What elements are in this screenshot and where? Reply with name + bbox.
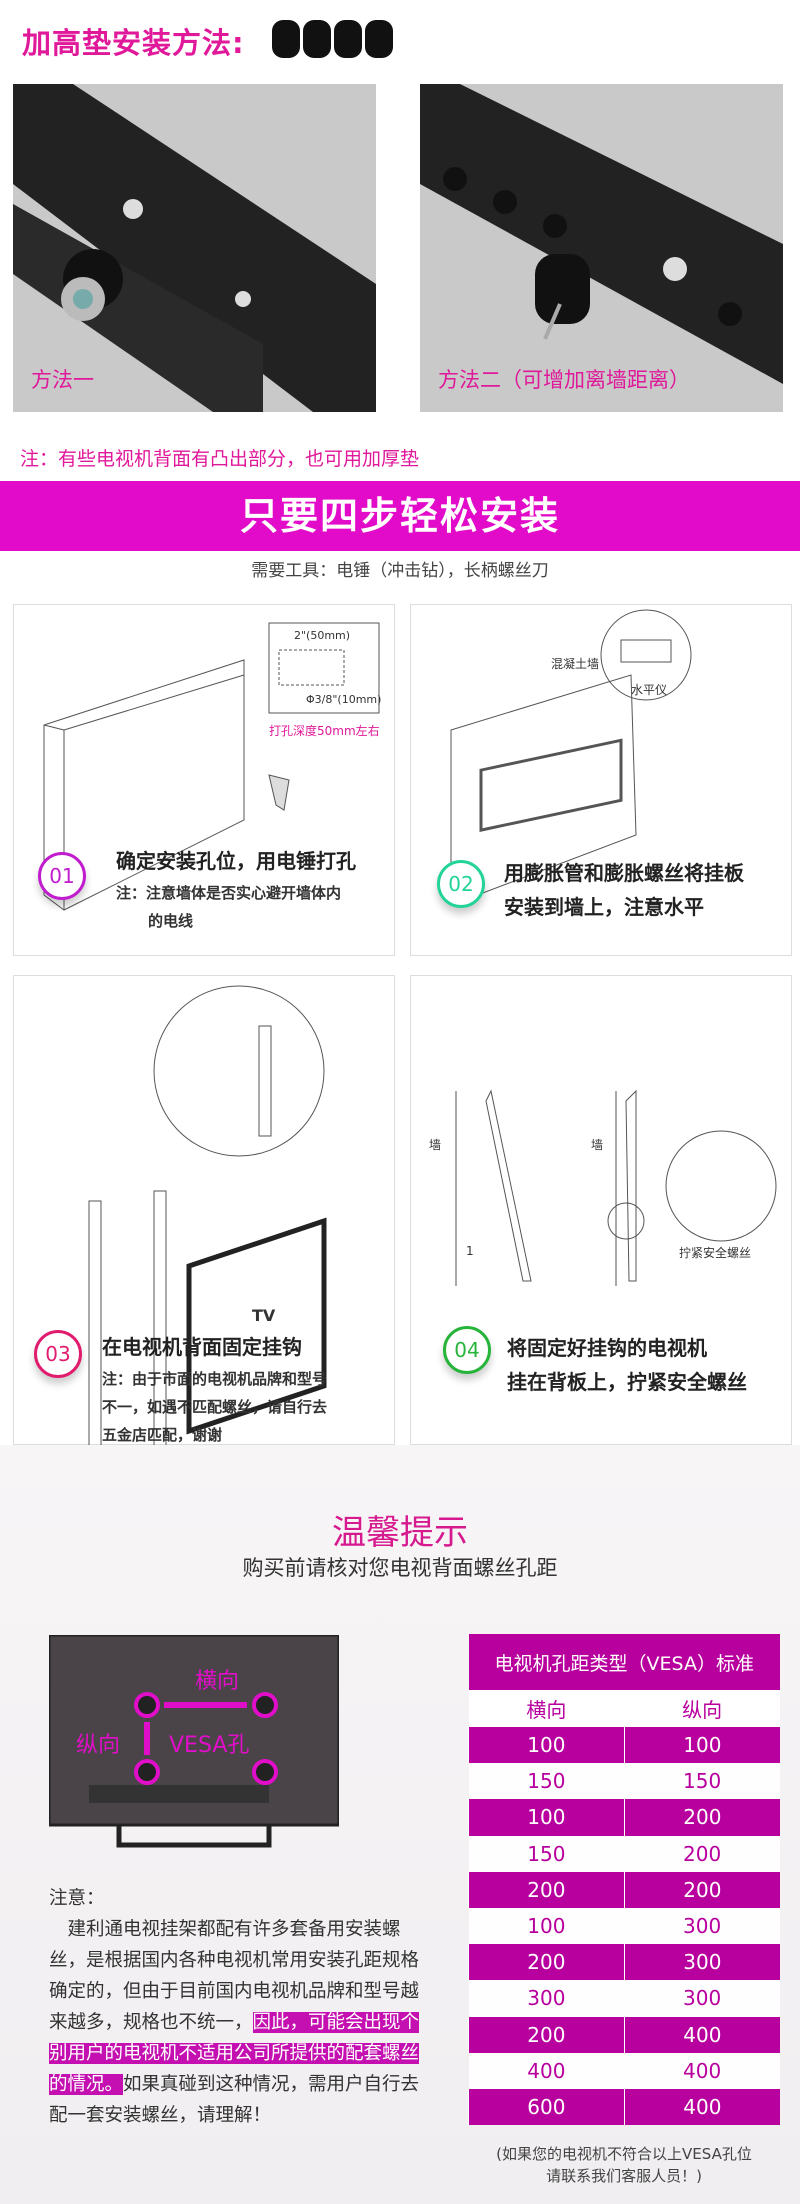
step-2-title-1: 用膨胀管和膨胀螺丝将挂板 [504, 861, 744, 885]
tv-back-image: 横向 纵向 VESA孔 [47, 1633, 341, 1849]
vertical-cell: 400 [624, 2052, 780, 2089]
step-1-badge: 01 [38, 852, 86, 900]
horizontal-cell: 400 [468, 2052, 625, 2089]
notice-label: 注意： [49, 1888, 105, 1909]
horizontal-cell: 200 [468, 1944, 625, 1981]
wall-label-2: 墙 [591, 1138, 604, 1152]
step-3-badge: 03 [34, 1330, 82, 1378]
step-3-title: 在电视机背面固定挂钩 [102, 1335, 302, 1359]
notice-text: 注意： 建利通电视挂架都配有许多套备用安装螺丝，是根据国内各种电视机常用安装孔距… [49, 1883, 434, 2131]
tips-subtitle: 购买前请核对您电视背面螺丝孔距 [242, 1556, 558, 1580]
step-4-title-2: 挂在背板上，拧紧安全螺丝 [507, 1370, 747, 1394]
vertical-cell: 100 [623, 1727, 780, 1764]
diameter-label: Φ3/8"(10mm) [306, 693, 382, 706]
horizontal-cell: 150 [468, 1763, 625, 1800]
concrete-wall-label: 混凝土墙 [551, 657, 600, 671]
step-number-label: 1 [466, 1244, 474, 1258]
step-3-note-3: 五金店匹配，谢谢 [102, 1426, 223, 1444]
vesa-table-title: 电视机孔距类型（VESA）标准 [468, 1634, 780, 1690]
step-3-panel: TV 03 在电视机背面固定挂钩 注：由于市面的电视机品牌和型号 不一，如遇不匹… [13, 975, 395, 1446]
horizontal-cell: 100 [468, 1799, 625, 1836]
drill-depth-callout: 打孔深度50mm左右 [269, 724, 380, 738]
step-4-panel: 墙 墙 1 拧紧安全螺丝 04 将固定好挂钩的电视机 挂在背板上，拧紧安全螺丝 [410, 975, 792, 1445]
step-1-note-1: 注：注意墙体是否实心避开墙体内 [116, 884, 342, 902]
mount-plate-diagram [450, 609, 692, 906]
horizontal-cell: 200 [468, 2016, 625, 2053]
vertical-cell: 200 [623, 1799, 780, 1836]
horizontal-cell: 600 [468, 2088, 625, 2126]
horizontal-cell: 100 [468, 1907, 625, 1945]
horizontal-cell: 200 [468, 1871, 625, 1908]
vertical-cell: 300 [624, 1907, 780, 1945]
footnote-line-1: (如果您的电视机不符合以上VESA孔位 [496, 2145, 752, 2163]
drill-wall-diagram [43, 622, 380, 911]
vertical-label: 纵向 [76, 1733, 121, 1758]
section-banner: 只要四步轻松安装 [0, 481, 800, 551]
tv-hook-diagram [88, 985, 327, 1446]
horizontal-label: 横向 [195, 1669, 240, 1694]
tighten-screw-label: 拧紧安全螺丝 [679, 1246, 752, 1260]
step-4-badge: 04 [443, 1326, 491, 1374]
tips-title: 温馨提示 [332, 1513, 468, 1553]
page-title: 加高垫安装方法: [22, 26, 245, 60]
vesa-footnote: (如果您的电视机不符合以上VESA孔位 请联系我们客服人员！) [462, 2143, 786, 2187]
step-4-title-1: 将固定好挂钩的电视机 [507, 1336, 707, 1360]
hang-tv-diagram [455, 1089, 777, 1286]
vertical-cell: 300 [623, 1944, 780, 1981]
vertical-cell: 300 [624, 1980, 780, 2017]
method-two-label: 方法二（可增加离墙距离） [438, 368, 690, 392]
step-3-note-2: 不一，如遇不匹配螺丝，请自行去 [102, 1398, 328, 1416]
notice-part-1: 建利通电视挂架都配有许多套备用安装螺丝，是根据国内各种电视机常用安装孔距规格确定… [49, 1919, 420, 2033]
vertical-cell: 400 [623, 2088, 780, 2126]
col-vertical: 纵向 [624, 1690, 780, 1727]
tv-label: TV [252, 1306, 276, 1325]
vesa-hole-label: VESA孔 [169, 1733, 250, 1758]
footnote-line-2: 请联系我们客服人员！) [546, 2167, 702, 2185]
horizontal-cell: 300 [468, 1980, 625, 2017]
vertical-cell: 200 [624, 1835, 780, 1872]
horizontal-cell: 150 [468, 1835, 625, 1872]
thick-pad-note: 注：有些电视机背面有凸出部分，也可用加厚垫 [20, 448, 420, 470]
vertical-cell: 150 [624, 1763, 780, 1800]
step-2-badge: 02 [437, 860, 485, 908]
step-1-title: 确定安装孔位，用电锤打孔 [116, 849, 356, 873]
step-2-panel: 混凝土墙 水平仪 02 用膨胀管和膨胀螺丝将挂板 安装到墙上，注意水平 [410, 604, 792, 956]
wall-label-1: 墙 [429, 1138, 442, 1152]
step-1-note-2: 的电线 [148, 912, 194, 930]
notice-part-3: 如果真碰到这种情况，需用户自行去配一套安装螺丝，请理解！ [49, 2074, 420, 2126]
horizontal-cell: 100 [468, 1727, 625, 1764]
vertical-cell: 200 [623, 1871, 780, 1908]
method-one-photo: 方法一 [13, 84, 376, 412]
method-one-label: 方法一 [31, 368, 94, 392]
method-two-photo: 方法二（可增加离墙距离） [420, 84, 783, 412]
step-1-panel: 2"(50mm) Φ3/8"(10mm) 打孔深度50mm左右 01 确定安装孔… [13, 604, 395, 956]
spacer-pads-icon [272, 20, 393, 58]
level-label: 水平仪 [631, 683, 668, 697]
col-horizontal: 横向 [468, 1690, 625, 1727]
tools-needed: 需要工具：电锤（冲击钻），长柄螺丝刀 [251, 561, 549, 581]
step-3-note-1: 注：由于市面的电视机品牌和型号 [102, 1370, 328, 1388]
step-2-title-2: 安装到墙上，注意水平 [504, 895, 704, 919]
vertical-cell: 400 [623, 2016, 780, 2053]
depth-label: 2"(50mm) [294, 629, 351, 642]
